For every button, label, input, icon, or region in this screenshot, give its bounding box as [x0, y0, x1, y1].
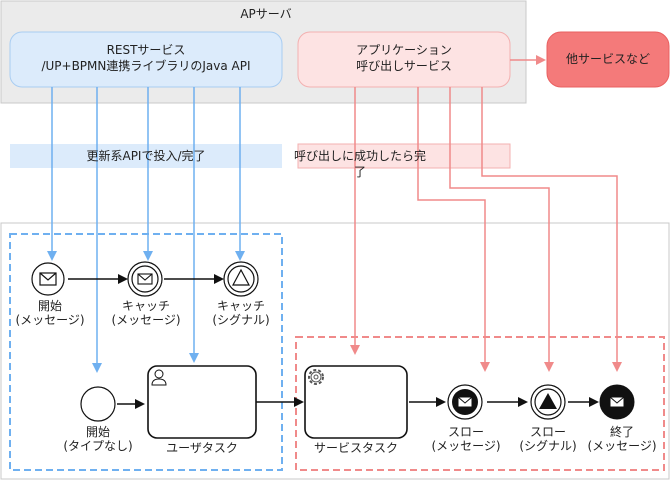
- user-task: [147, 365, 257, 439]
- end-message-event: [599, 384, 635, 420]
- flow-app-to-throw-signal: [449, 87, 554, 372]
- catch-message-label: キャッチ (メッセージ): [111, 299, 181, 327]
- catch-signal-label: キャッチ (シグナル): [212, 299, 270, 327]
- start-message-event: [31, 262, 65, 296]
- call-success-band: [297, 143, 511, 169]
- update-api-band: [10, 144, 282, 168]
- envelope-icon: [609, 396, 625, 408]
- other-services-label: 他サービスなど: [565, 52, 650, 66]
- ap-server-title: APサーバ: [240, 7, 292, 21]
- triangle-icon: [232, 268, 250, 286]
- throw-message-event: [447, 384, 483, 420]
- throw-signal-label: スロー (シグナル): [519, 425, 577, 453]
- rest-service-label: RESTサービス /UP+BPMN連携ライブラリのJava API: [41, 43, 251, 73]
- envelope-icon: [137, 273, 153, 285]
- call-success-band-label: 呼び出しに成功したら完了: [293, 149, 426, 179]
- flow-app-to-end-message: [481, 87, 622, 372]
- envelope-icon: [457, 396, 473, 408]
- service-task: [304, 365, 408, 439]
- user-task-label: ユーザタスク: [166, 441, 238, 455]
- start-message-label: 開始 (メッセージ): [15, 299, 85, 327]
- gear-icon: [308, 369, 324, 385]
- user-icon: [151, 369, 167, 386]
- app-call-service-label: アプリケーション 呼び出しサービス: [356, 43, 452, 73]
- flow-app-to-throw-message: [417, 87, 490, 372]
- other-services-box: [546, 31, 670, 88]
- blue-dashed-lane: [9, 233, 283, 471]
- start-none-label: 開始 (タイプなし): [63, 425, 133, 453]
- catch-signal-event: [223, 261, 259, 297]
- rest-service-box: [9, 31, 283, 88]
- service-task-label: サービスタスク: [313, 441, 398, 455]
- throw-signal-event: [530, 384, 566, 420]
- update-api-band-label: 更新系APIで投入/完了: [86, 149, 206, 163]
- start-none-event: [80, 386, 116, 422]
- end-message-label: 終了 (メッセージ): [587, 425, 657, 453]
- triangle-icon: [539, 393, 557, 409]
- throw-message-label: スロー (メッセージ): [431, 425, 501, 453]
- catch-message-event: [127, 261, 163, 297]
